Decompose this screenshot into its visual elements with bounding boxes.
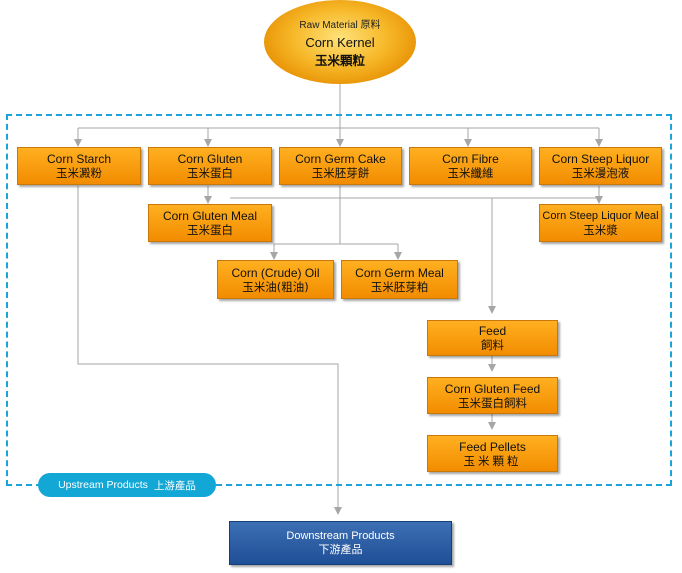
corn-kernel-label-zh: 玉米顆粒	[314, 52, 365, 68]
upstream-products-badge: Upstream Products 上游產品	[38, 473, 216, 497]
corn-kernel-label-en: Corn Kernel	[305, 34, 375, 50]
raw-material-label: Raw Material 原料	[299, 19, 381, 31]
node-corn-germ-meal: Corn Germ Meal 玉米胚芽粕	[341, 260, 458, 299]
upstream-label-en: Upstream Products	[58, 479, 148, 491]
node-label-zh: 飼料	[481, 338, 504, 352]
node-label-zh: 玉米澱粉	[56, 166, 102, 180]
node-label-zh: 玉米胚芽粕	[370, 279, 429, 294]
node-label-en: Corn Gluten Feed	[444, 381, 541, 396]
node-label-en: Corn Starch	[46, 152, 112, 166]
node-label-en: Corn Gluten	[177, 152, 243, 166]
node-label-en: Corn Steep Liquor Meal	[542, 210, 659, 222]
node-label-zh: 玉米漫泡液	[571, 166, 630, 180]
node-label-zh: 玉米蛋白飼料	[458, 395, 527, 410]
node-corn-steep-liquor-meal: Corn Steep Liquor Meal 玉米漿	[539, 204, 662, 242]
starch-to-downstream-line	[77, 186, 342, 515]
node-corn-gluten-meal: Corn Gluten Meal 玉米蛋白	[148, 204, 272, 242]
node-label-en: Corn Gluten Meal	[162, 209, 258, 223]
node-label-zh: 玉米顆粒	[463, 453, 522, 468]
node-label-zh: 玉米蛋白	[187, 166, 233, 180]
node-label-zh: 玉米蛋白	[187, 223, 233, 237]
node-label-en: Corn Fibre	[442, 152, 499, 166]
node-label-zh: 玉米漿	[583, 223, 618, 237]
node-corn-starch: Corn Starch 玉米澱粉	[17, 147, 141, 185]
node-label-en: Corn Germ Cake	[295, 152, 386, 166]
node-label-zh: 玉米油(粗油)	[242, 279, 309, 294]
node-corn-fibre: Corn Fibre 玉米纖維	[409, 147, 532, 185]
node-corn-kernel: Raw Material 原料 Corn Kernel 玉米顆粒	[264, 0, 416, 84]
node-feed-pellets: Feed Pellets 玉米顆粒	[427, 435, 558, 472]
downstream-label-en: Downstream Products	[286, 529, 395, 542]
node-label-zh: 玉米胚芽餅	[311, 166, 370, 180]
upstream-products-region	[6, 114, 672, 486]
node-label-en: Feed	[478, 324, 507, 338]
upstream-label-zh: 上游產品	[153, 479, 196, 492]
node-corn-steep-liquor: Corn Steep Liquor 玉米漫泡液	[539, 147, 662, 185]
node-label-zh: 玉米纖維	[447, 166, 494, 180]
node-feed: Feed 飼料	[427, 320, 558, 356]
node-corn-gluten: Corn Gluten 玉米蛋白	[148, 147, 272, 185]
node-label-en: Feed Pellets	[459, 439, 526, 454]
node-corn-crude-oil: Corn (Crude) Oil 玉米油(粗油)	[217, 260, 334, 299]
node-downstream-products: Downstream Products 下游產品	[229, 521, 452, 565]
node-corn-germ-cake: Corn Germ Cake 玉米胚芽餅	[279, 147, 402, 185]
node-label-en: Corn Steep Liquor	[551, 152, 650, 166]
node-label-en: Corn Germ Meal	[355, 265, 444, 280]
downstream-label-zh: 下游產品	[318, 542, 363, 556]
node-label-en: Corn (Crude) Oil	[231, 265, 320, 280]
node-corn-gluten-feed: Corn Gluten Feed 玉米蛋白飼料	[427, 377, 558, 414]
